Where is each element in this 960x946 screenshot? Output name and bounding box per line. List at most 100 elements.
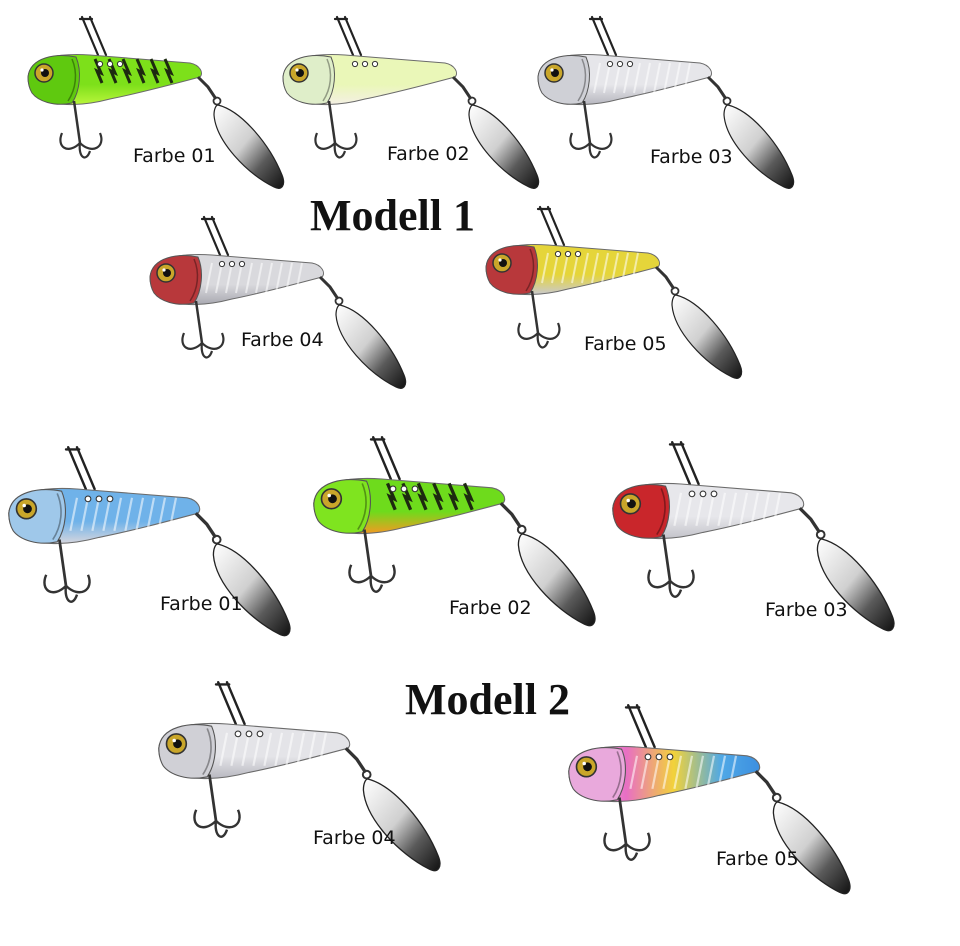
- lure-label-modell1-farbe04: Farbe 04: [241, 329, 324, 351]
- line-hole: [574, 250, 582, 258]
- treble-hook: [181, 300, 225, 359]
- lure-image-modell1-farbe05: [485, 205, 743, 379]
- line-hole: [96, 60, 104, 68]
- line-hole: [554, 250, 562, 258]
- swivel: [654, 265, 676, 290]
- lure-image-modell1-farbe03: [537, 15, 795, 189]
- lure-image-modell2-farbe01: [8, 445, 291, 637]
- gill-line: [67, 58, 77, 102]
- scale-stripe: [571, 252, 579, 284]
- line-hole: [400, 485, 408, 493]
- lure-drawing: [568, 703, 851, 895]
- scale-stripe: [684, 492, 694, 527]
- scale-stripe: [663, 62, 671, 94]
- scale-stripe: [706, 755, 716, 790]
- scale-stripe: [219, 732, 229, 767]
- scale-stripe: [643, 62, 651, 94]
- spinner-blade: [723, 104, 795, 189]
- scale-stripe: [673, 755, 683, 790]
- scale-stripe: [252, 732, 262, 767]
- gill-line: [612, 751, 622, 799]
- scale-stripe: [695, 492, 705, 527]
- lure-drawing: [485, 205, 743, 379]
- swivel: [194, 512, 217, 539]
- line-hole: [84, 495, 92, 503]
- line-hole: [616, 60, 624, 68]
- scale-stripe: [717, 492, 727, 527]
- line-hole: [238, 260, 246, 268]
- lure-head: [537, 55, 590, 105]
- scale-stripe: [146, 497, 156, 532]
- scale-stripe: [285, 732, 295, 767]
- scale-stripe: [307, 732, 317, 767]
- scale-stripe: [80, 497, 90, 532]
- gill-line: [189, 258, 199, 302]
- spinner-blade: [772, 801, 851, 895]
- gill-line: [52, 493, 62, 541]
- snap-clip: [624, 703, 656, 749]
- scale-stripe: [611, 252, 619, 284]
- line-hole: [106, 495, 114, 503]
- swivel: [499, 502, 522, 529]
- tiger-stripe: [163, 58, 174, 84]
- tiger-stripe: [432, 482, 444, 511]
- scale-stripe: [621, 252, 629, 284]
- spinner-blade: [213, 104, 285, 189]
- line-hole: [606, 60, 614, 68]
- treble-hook: [59, 100, 103, 159]
- eye-highlight: [22, 503, 26, 508]
- scale-stripe: [772, 492, 782, 527]
- scale-stripe: [623, 62, 631, 94]
- treble-hook: [569, 100, 613, 159]
- spinner-blade: [468, 104, 540, 189]
- scale-stripe: [285, 262, 293, 294]
- treble-hook: [517, 290, 561, 349]
- line-hole: [351, 60, 359, 68]
- treble-hook: [193, 774, 241, 838]
- scale-stripe: [275, 262, 283, 294]
- swivel: [344, 747, 367, 774]
- scale-stripe: [241, 732, 251, 767]
- eye-highlight: [40, 68, 44, 72]
- lure-image-modell2-farbe02: [313, 435, 596, 627]
- line-hole: [666, 753, 674, 761]
- scale-stripe: [296, 732, 306, 767]
- snap-clip: [200, 215, 230, 257]
- spinner-blade: [335, 304, 407, 389]
- gill-line: [202, 728, 212, 776]
- scale-stripe: [706, 492, 716, 527]
- lure-head: [158, 724, 216, 779]
- lure-head: [27, 55, 80, 105]
- split-ring: [334, 296, 344, 306]
- eye-highlight: [582, 761, 586, 766]
- scale-stripe: [113, 497, 123, 532]
- split-ring: [771, 792, 782, 803]
- split-ring: [467, 96, 477, 106]
- tiger-stripe: [447, 482, 459, 511]
- eye-highlight: [162, 268, 166, 272]
- scale-stripe: [295, 262, 303, 294]
- lure-head: [313, 479, 371, 534]
- scale-stripe: [695, 755, 705, 790]
- scale-stripe: [541, 252, 549, 284]
- lure-drawing: [27, 15, 285, 189]
- treble-hook: [314, 100, 358, 159]
- lure-drawing: [612, 440, 895, 632]
- treble-hook: [43, 539, 91, 603]
- scale-stripe: [168, 497, 178, 532]
- scale-stripe: [653, 62, 661, 94]
- split-ring: [516, 524, 527, 535]
- lure-head: [149, 255, 202, 305]
- line-hole: [644, 753, 652, 761]
- lure-image-modell1-farbe04: [149, 215, 407, 389]
- tiger-stripe: [416, 482, 429, 511]
- lure-image-modell2-farbe04: [158, 680, 441, 872]
- lure-image-modell1-farbe01: [27, 15, 285, 189]
- line-hole: [116, 60, 124, 68]
- snap-clip: [214, 680, 246, 726]
- eye-highlight: [327, 493, 331, 498]
- scale-stripe: [601, 252, 609, 284]
- lure-label-modell2-farbe02: Farbe 02: [449, 597, 532, 619]
- eye-highlight: [626, 498, 630, 503]
- snap-clip: [64, 445, 96, 491]
